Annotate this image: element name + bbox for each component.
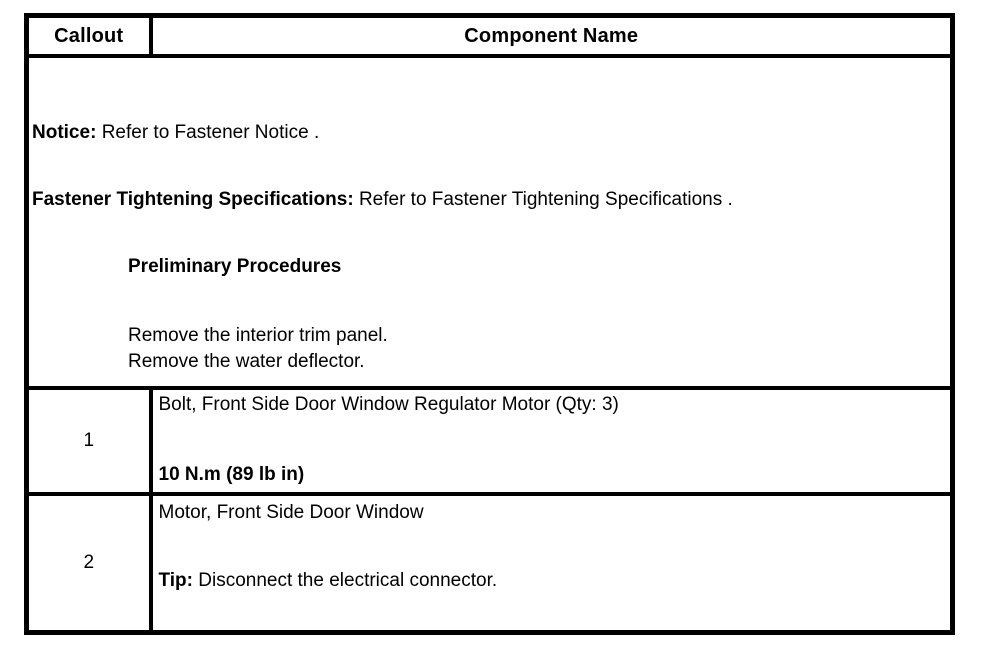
tightening-specifications-label: Fastener Tightening Specifications: <box>32 189 354 210</box>
tightening-specifications-text: Refer to Fastener Tightening Specificati… <box>358 189 733 210</box>
callout-column-header: Callout <box>24 13 153 58</box>
component-cell: Bolt, Front Side Door Window Regulator M… <box>148 386 955 496</box>
preliminary-procedures-title: Preliminary Procedures <box>128 256 342 277</box>
table-row: 2 Motor, Front Side Door Window Tip: Dis… <box>24 492 955 635</box>
component-description: Bolt, Front Side Door Window Regulator M… <box>158 394 619 415</box>
callout-number: 1 <box>24 386 153 496</box>
table-header-row: Callout Component Name <box>24 13 955 58</box>
fastener-notice-line: Notice: Refer to Fastener Notice . <box>32 120 948 146</box>
torque-spec: 10 N.m (89 lb in) <box>158 464 305 485</box>
callout-number: 2 <box>24 492 153 635</box>
tip-line: Tip: Disconnect the electrical connector… <box>159 568 947 594</box>
table-row: 1 Bolt, Front Side Door Window Regulator… <box>24 386 955 496</box>
notice-label: Notice: <box>32 122 97 143</box>
service-manual-page: Callout Component Name Notice: Refer to … <box>24 13 955 635</box>
component-name-column-header: Component Name <box>148 13 955 58</box>
notice-cell: Notice: Refer to Fastener Notice . Faste… <box>24 54 955 390</box>
notice-text: Refer to Fastener Notice . <box>101 122 320 143</box>
preliminary-procedures-list: Remove the interior trim panel. Remove t… <box>128 323 948 375</box>
component-cell: Motor, Front Side Door Window Tip: Disco… <box>148 492 955 635</box>
tip-label: Tip: <box>158 570 193 591</box>
notice-row: Notice: Refer to Fastener Notice . Faste… <box>24 54 955 390</box>
tightening-specifications-line: Fastener Tightening Specifications: Refe… <box>32 187 948 213</box>
fastener-spec-table: Callout Component Name Notice: Refer to … <box>24 13 955 635</box>
procedure-step: Remove the interior trim panel. <box>128 325 388 346</box>
component-description: Motor, Front Side Door Window <box>158 502 424 523</box>
tip-text: Disconnect the electrical connector. <box>198 570 498 591</box>
procedure-step: Remove the water deflector. <box>128 351 365 372</box>
